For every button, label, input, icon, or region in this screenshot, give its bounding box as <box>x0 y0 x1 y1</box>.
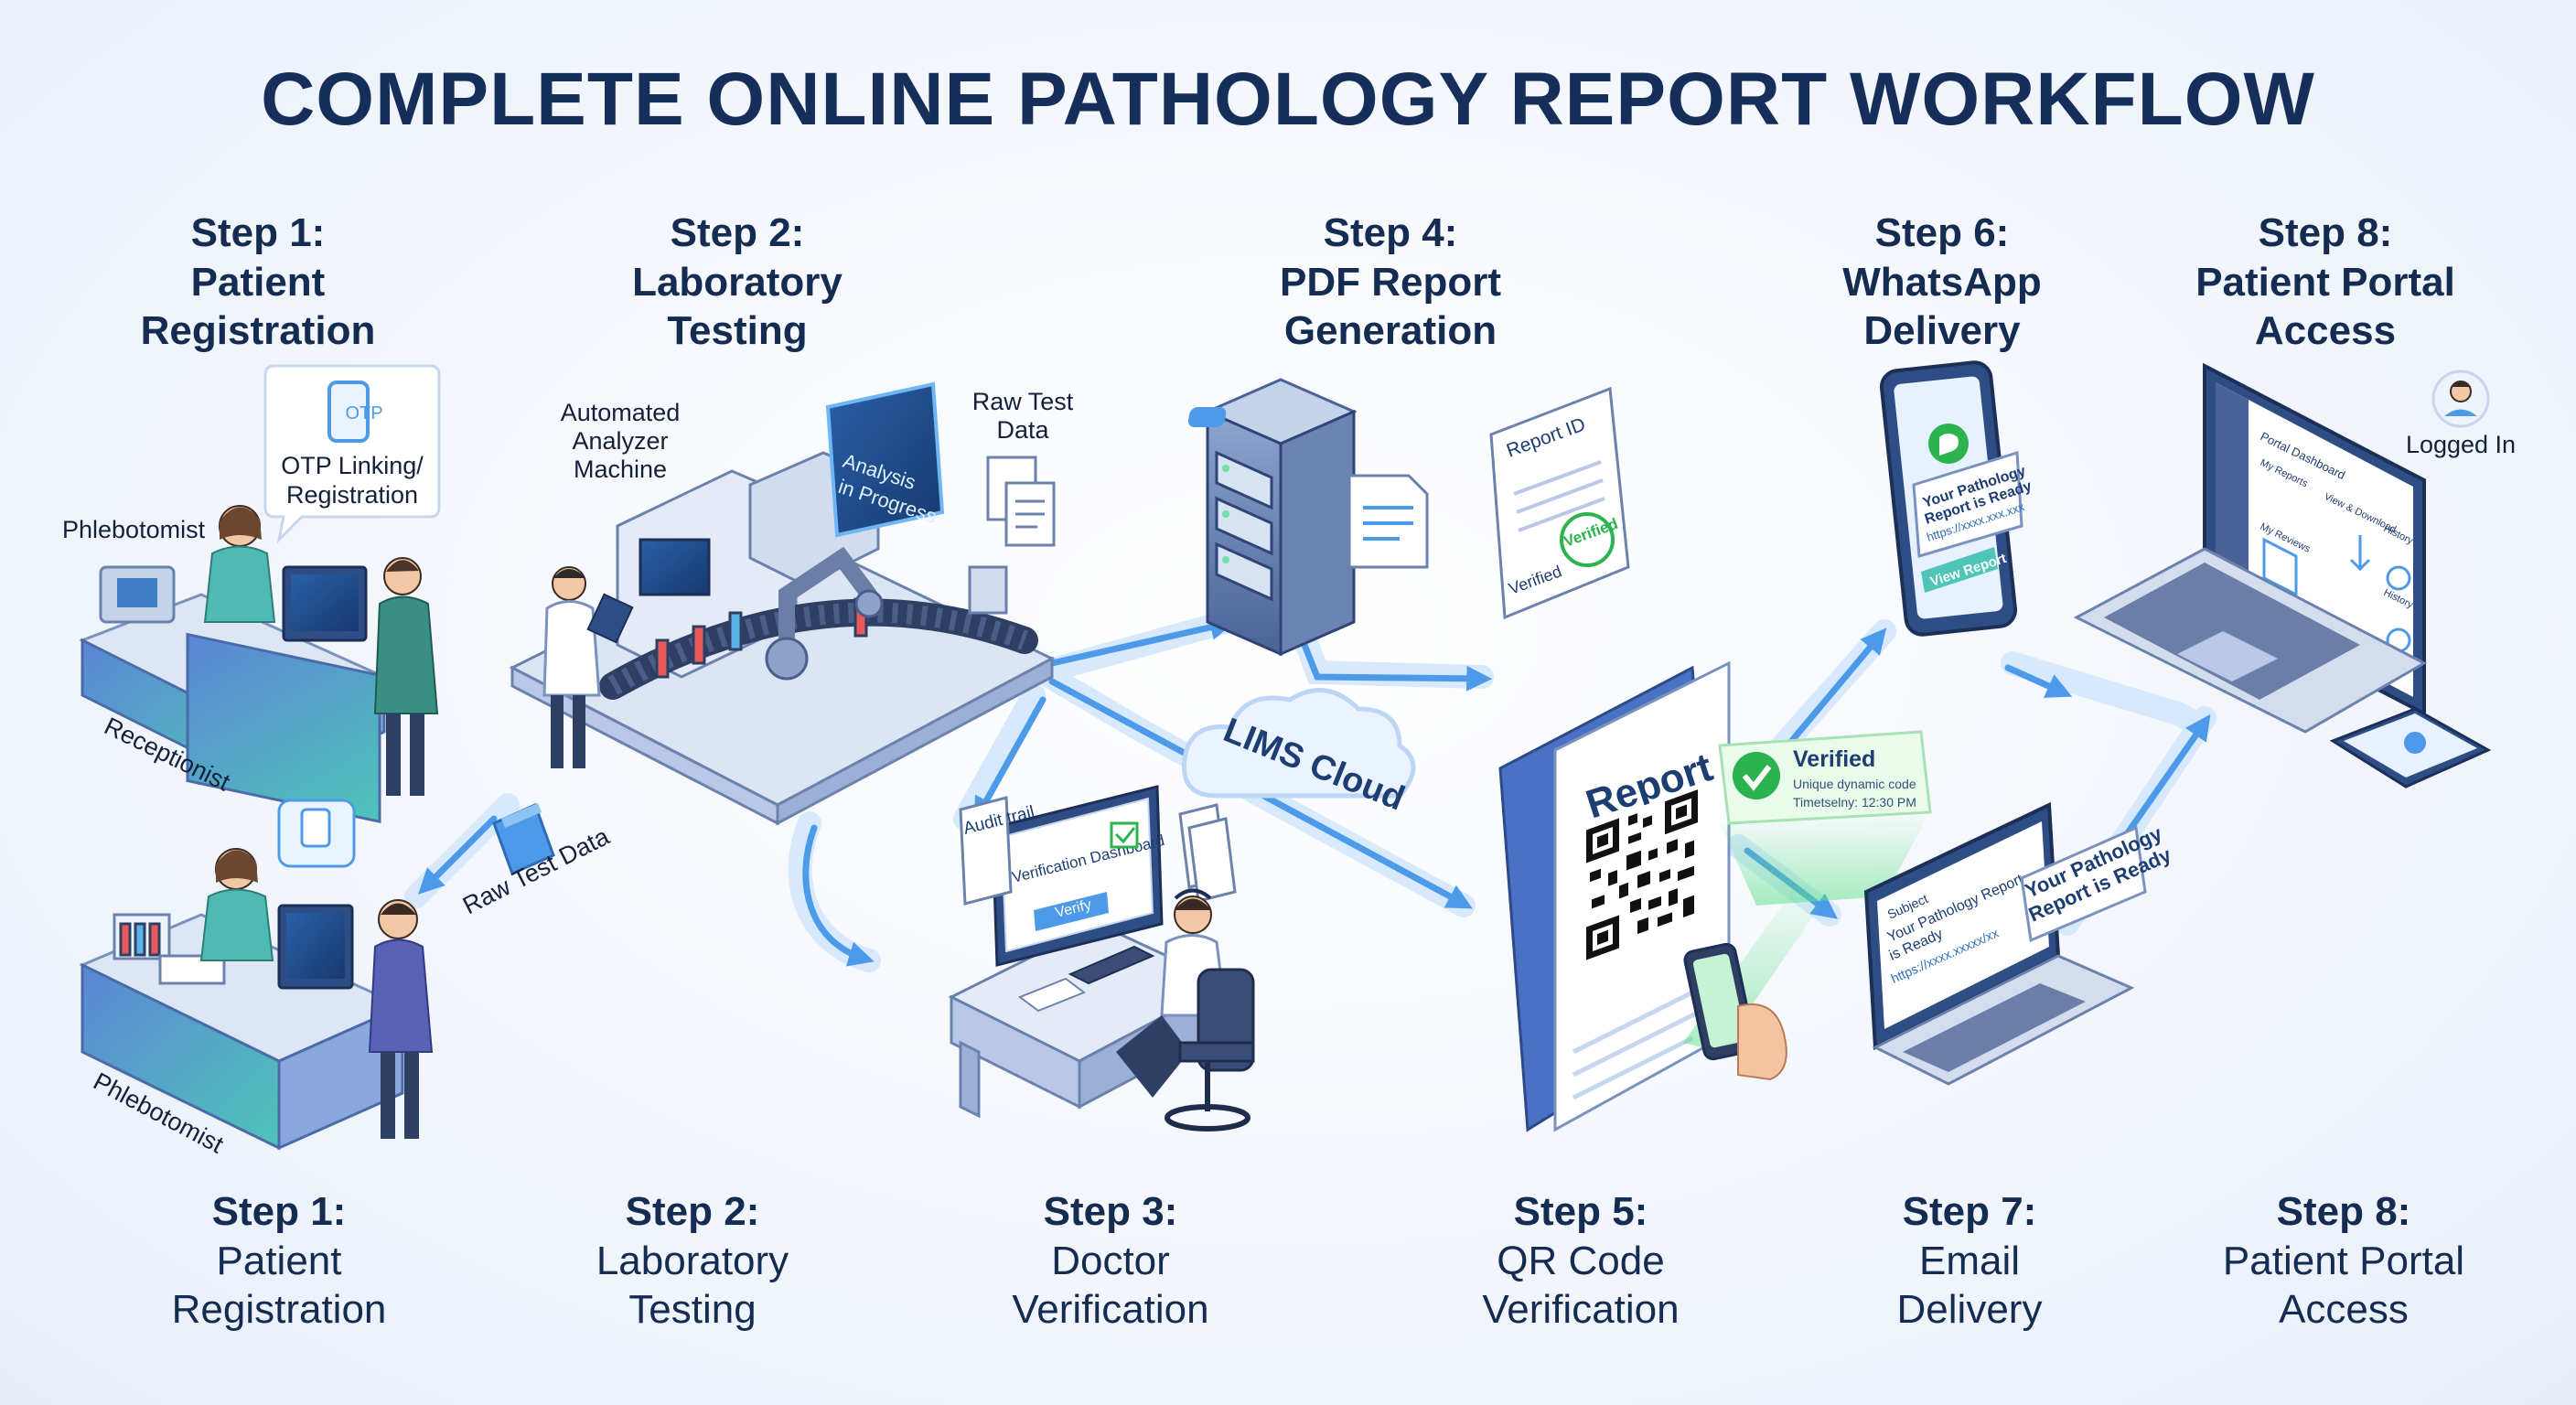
top-step-8: Step 8: Patient Portal Access <box>2115 209 2536 356</box>
pdf-file <box>1347 474 1429 569</box>
top-step-2-line-1: Laboratory <box>632 259 843 305</box>
qr-report: Report <box>1498 660 1820 1132</box>
analyzer-line-3: Machine <box>574 456 667 483</box>
bottom-step-8-line-2: Access <box>2279 1287 2409 1333</box>
lab-analyzer <box>509 451 1056 826</box>
top-step-6-line-1: WhatsApp <box>1842 259 2042 305</box>
bottom-step-2: Step 2: Laboratory Testing <box>482 1187 903 1335</box>
raw-data-docs <box>986 456 1056 547</box>
bottom-step-7-num: Step 7: <box>1902 1189 2037 1234</box>
top-step-6-num: Step 6: <box>1874 210 2010 255</box>
bottom-step-1-line-2: Registration <box>171 1287 387 1333</box>
portal-laptop: Portal Dashboard My Reports View & Downl… <box>2073 362 2428 734</box>
analyzer-line-2: Analyzer <box>572 427 668 455</box>
whatsapp-phone: Your Pathology Report is Ready https://x… <box>1879 360 2034 637</box>
phone-scanner <box>1683 942 1787 1081</box>
raw-test-line-2: Data <box>996 416 1049 444</box>
otp-icon-text: OTP <box>345 403 382 424</box>
logged-in-text: Logged In <box>2406 431 2516 458</box>
top-step-8-num: Step 8: <box>2258 210 2393 255</box>
otp-line-2: Registration <box>286 481 418 509</box>
top-step-4-line-1: PDF Report <box>1280 259 1501 305</box>
verified-badge-code: Unique dynamic code <box>1793 777 1916 791</box>
label-phlebotomist-top: Phlebotomist <box>62 516 206 543</box>
email-laptop: Subject Your Pathology Report is Ready h… <box>1863 801 2175 1086</box>
bottom-step-7-line-1: Email <box>1918 1238 2021 1283</box>
lims-cloud: LIMS Cloud <box>1181 688 1416 819</box>
bottom-step-3-line-2: Verification <box>1012 1287 1209 1333</box>
bottom-step-7: Step 7: Email Delivery <box>1759 1187 2180 1335</box>
top-step-2-num: Step 2: <box>670 210 805 255</box>
top-step-4-num: Step 4: <box>1323 210 1458 255</box>
bottom-step-5: Step 5: QR Code Verification <box>1370 1187 1791 1335</box>
top-step-6-line-2: Delivery <box>1863 308 2021 354</box>
bottom-step-8-line-1: Patient Portal <box>2222 1238 2465 1283</box>
page-title: COMPLETE ONLINE PATHOLOGY REPORT WORKFLO… <box>261 58 2315 141</box>
verified-badge: Verified Unique dynamic code Timetselny:… <box>1718 730 1932 906</box>
server-stack <box>1187 378 1358 657</box>
qr-code <box>1583 784 1701 965</box>
bottom-step-1-line-1: Patient <box>216 1238 342 1283</box>
report-id-doc: Report ID Verified Verified <box>1489 386 1630 620</box>
otp-line-1: OTP Linking/ <box>281 452 424 479</box>
top-step-8-line-1: Patient Portal <box>2195 259 2455 305</box>
bottom-step-3: Step 3: Doctor Verification <box>900 1187 1321 1335</box>
bottom-step-1-num: Step 1: <box>211 1189 347 1234</box>
otp-bubble: OTP OTP Linking/ Registration <box>263 364 441 544</box>
portal-tablet <box>2329 707 2492 788</box>
verified-badge-title: Verified <box>1793 746 1875 772</box>
doctor-workstation: Verification Dashboard Verify Audit trai… <box>948 785 1255 1132</box>
top-step-2-line-2: Testing <box>667 308 808 354</box>
raw-data-folder <box>492 802 555 876</box>
bottom-step-8-num: Step 8: <box>2276 1189 2411 1234</box>
bottom-step-1: Step 1: Patient Registration <box>69 1187 489 1335</box>
top-step-2: Step 2: Laboratory Testing <box>527 209 948 356</box>
registration-desk-bottom <box>79 799 434 1151</box>
top-step-1: Step 1: Patient Registration <box>48 209 468 356</box>
bottom-step-5-num: Step 5: <box>1513 1189 1648 1234</box>
top-step-1-num: Step 1: <box>190 210 326 255</box>
top-step-4-line-2: Generation <box>1283 308 1497 354</box>
top-step-6: Step 6: WhatsApp Delivery <box>1732 209 2152 356</box>
bottom-step-2-num: Step 2: <box>625 1189 760 1234</box>
raw-test-line-1: Raw Test <box>972 388 1074 415</box>
registration-desk-top <box>79 505 439 824</box>
top-step-8-line-2: Access <box>2254 308 2397 354</box>
bottom-step-3-num: Step 3: <box>1043 1189 1178 1234</box>
bottom-step-5-line-2: Verification <box>1482 1287 1680 1333</box>
bottom-step-2-line-1: Laboratory <box>596 1238 789 1283</box>
bottom-step-2-line-2: Testing <box>628 1287 757 1333</box>
analyzer-line-1: Automated <box>561 399 681 426</box>
verified-badge-time: Timetselny: 12:30 PM <box>1793 795 1916 810</box>
bottom-step-8: Step 8: Patient Portal Access <box>2133 1187 2554 1335</box>
top-step-4: Step 4: PDF Report Generation <box>1180 209 1601 356</box>
bottom-step-3-line-1: Doctor <box>1051 1238 1170 1283</box>
user-avatar-icon <box>2431 370 2490 428</box>
bottom-step-5-line-1: QR Code <box>1497 1238 1665 1283</box>
top-step-1-line-1: Patient <box>190 259 326 305</box>
top-step-1-line-2: Registration <box>140 308 376 354</box>
analysis-screen: Analysis in Progress <box>825 381 945 538</box>
bottom-step-7-line-2: Delivery <box>1896 1287 2043 1333</box>
